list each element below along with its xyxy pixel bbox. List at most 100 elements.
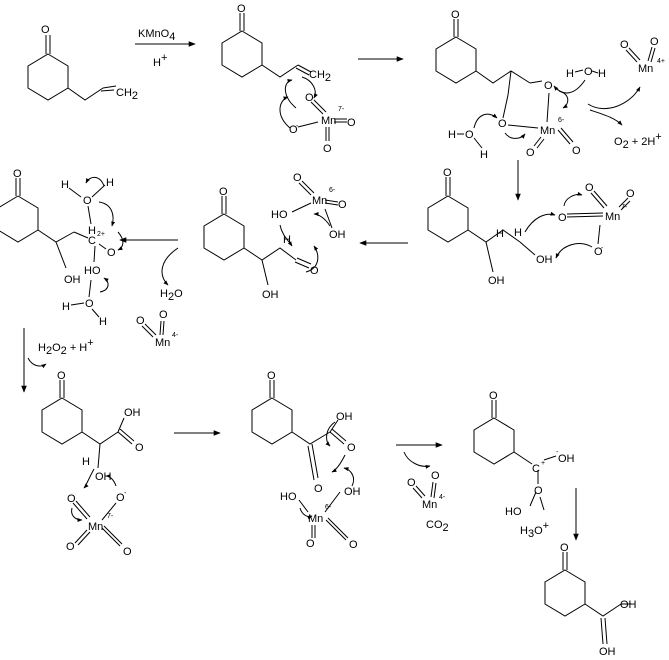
atom-o: O [347,117,356,129]
water-text: H2O [160,288,183,303]
atom-o: O [451,9,460,21]
atom-o: O [407,477,416,489]
charge-mn6: 6- [329,187,336,194]
atom-o: O [67,493,76,505]
atom-oh: OH [262,289,279,301]
atom-mn: Mn [155,337,170,349]
atom-o: O [310,265,319,277]
atom-h: H [496,228,504,240]
charge-minus: - [556,449,559,456]
atom-oh: OH [344,486,361,498]
alkene-permanganate-complex: O CH2 Mn 7- O O O O - [221,3,356,155]
atom-o: O [237,3,246,15]
atom-o: O [135,442,144,454]
atom-o: O [431,470,440,482]
atom-o: O [534,485,543,497]
atom-o: O [526,147,535,159]
atom-mn: Mn [638,63,653,75]
atom-ho: HO [84,265,101,277]
atom-c: C [88,235,96,247]
atom-o: O [594,246,603,258]
atom-o: O [66,541,75,553]
atom-o: O [107,247,116,259]
atom-oh: OH [329,229,346,241]
atom-c: C [532,463,540,475]
atom-h: H [99,316,107,328]
hydroxy-acid-permanganate: O OH O H OH Mn 7- O O - O O [41,370,144,558]
atom-o: O [572,145,581,157]
atom-ho: HO [280,491,297,503]
atom-o: O [293,172,302,184]
atom-o: O [57,370,66,382]
atom-h: H [82,456,90,468]
atom-oh: OH [558,453,575,465]
atom-ho: HO [505,506,522,518]
atom-mn: Mn [88,521,103,533]
mno2-co2-byproduct: Mn 4- O O CO2 [403,451,449,534]
atom-o: O [498,118,507,130]
atom-o: O [558,212,567,224]
h3o-text: H3O+ [520,520,549,540]
atom-o: O [465,129,474,141]
atom-o: O [41,24,50,36]
atom-mn: Mn [321,115,336,127]
atom-o: O [306,538,315,550]
atom-o: O [489,390,498,402]
atom-h: H [566,68,574,80]
atom-o: O [620,39,629,51]
carbocation-intermediate: O C + OH - O HO H3O+ [473,390,575,540]
charge-minus: - [296,123,299,130]
charge-c2plus: 2+ [97,231,105,238]
hydroxy-aldehyde-manganate: O O OH H Mn 6- O O HO OH [203,172,347,301]
atom-oh: OH [95,471,112,483]
atom-o: O [626,188,635,200]
atom-o: O [289,124,298,136]
atom-oh: OH [599,646,616,658]
charge-mn7: 7- [107,513,114,520]
atom-o: O [323,143,332,155]
atom-o: O [443,167,452,179]
atom-h: H [480,149,488,161]
atom-o: O [544,80,553,92]
atom-h: H [514,227,522,239]
atom-h: H [106,177,114,189]
reactant-vinylcyclohexanone: O CH2 [27,24,138,102]
atom-ch2: CH2 [309,69,331,84]
atom-h: H [62,301,70,313]
atom-o: O [560,542,569,554]
atom-mn: Mn [422,499,437,511]
atom-o: O [584,66,593,78]
cyclic-manganate-ester: O O O Mn 6- O O H O H H O H [435,9,606,161]
charge-mn4plus: 4+ [657,58,665,65]
atom-o: O [585,182,594,194]
water-mno2-byproduct: H2O Mn 4- O O [136,247,183,349]
reaction-arrow-1: KMnO4 H+ [135,28,196,69]
product-keto-acid: O OH OH [544,542,637,658]
h2o2-text: H2O2 + H+ [38,337,94,357]
charge-cplus: + [541,460,545,467]
diol-permanganate: O OH H H OH Mn 7- O O O O - [427,167,635,287]
atom-oh: OH [336,411,353,423]
mno2-byproduct: Mn 4+ O O O2 + 2H+ [587,36,665,151]
atom-o: O [116,492,125,504]
o2-2h-text: O2 + 2H+ [614,131,662,151]
atom-o: O [85,298,94,310]
atom-oh: OH [488,275,505,287]
atom-o: O [83,195,92,207]
atom-mn: Mn [312,195,327,207]
charge-mn6: 6- [558,117,565,124]
atom-oh: OH [64,274,81,286]
atom-mn: Mn [605,211,620,223]
atom-o: O [123,546,132,558]
charge-minus: - [124,490,127,497]
atom-h: H [88,225,96,237]
atom-o: O [650,36,659,48]
atom-ch2: CH2 [116,87,138,102]
reagent-acid: H+ [153,52,167,69]
atom-o: O [159,309,168,321]
charge-mn4: 4- [439,494,446,501]
atom-ho: HO [271,209,288,221]
atom-o: O [338,199,347,211]
